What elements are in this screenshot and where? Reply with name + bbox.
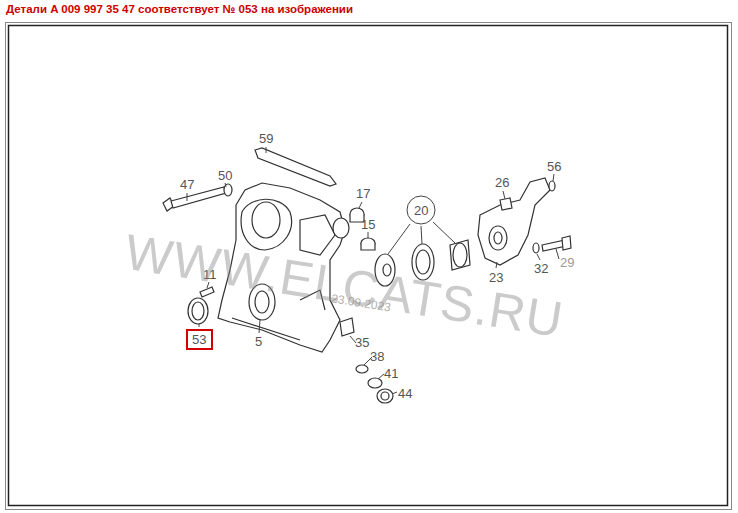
callout-number: 29: [560, 256, 574, 269]
callout-number: 56: [547, 160, 561, 173]
callout-number: 38: [370, 350, 384, 363]
callout-number: 20: [414, 204, 428, 217]
callout-number: 32: [534, 262, 548, 275]
callout-circle: 20: [406, 195, 436, 225]
callout-number: 23: [489, 271, 503, 284]
frame-inner: [9, 26, 728, 506]
callout-number: 35: [355, 336, 369, 349]
callout-box: 53: [186, 329, 213, 350]
callout-number: 15: [361, 218, 375, 231]
callout-number: 50: [218, 169, 232, 182]
callout-number: 26: [495, 176, 509, 189]
callout-number: 53: [192, 333, 206, 346]
callout-number: 47: [180, 178, 194, 191]
callout-number: 5: [255, 335, 262, 348]
callout-number: 41: [384, 367, 398, 380]
callout-number: 17: [356, 187, 370, 200]
callout-number: 44: [398, 387, 412, 400]
callout-number: 59: [259, 132, 273, 145]
page-title: Детали A 009 997 35 47 соответствует № 0…: [6, 3, 353, 15]
frame-outer: [6, 23, 732, 510]
